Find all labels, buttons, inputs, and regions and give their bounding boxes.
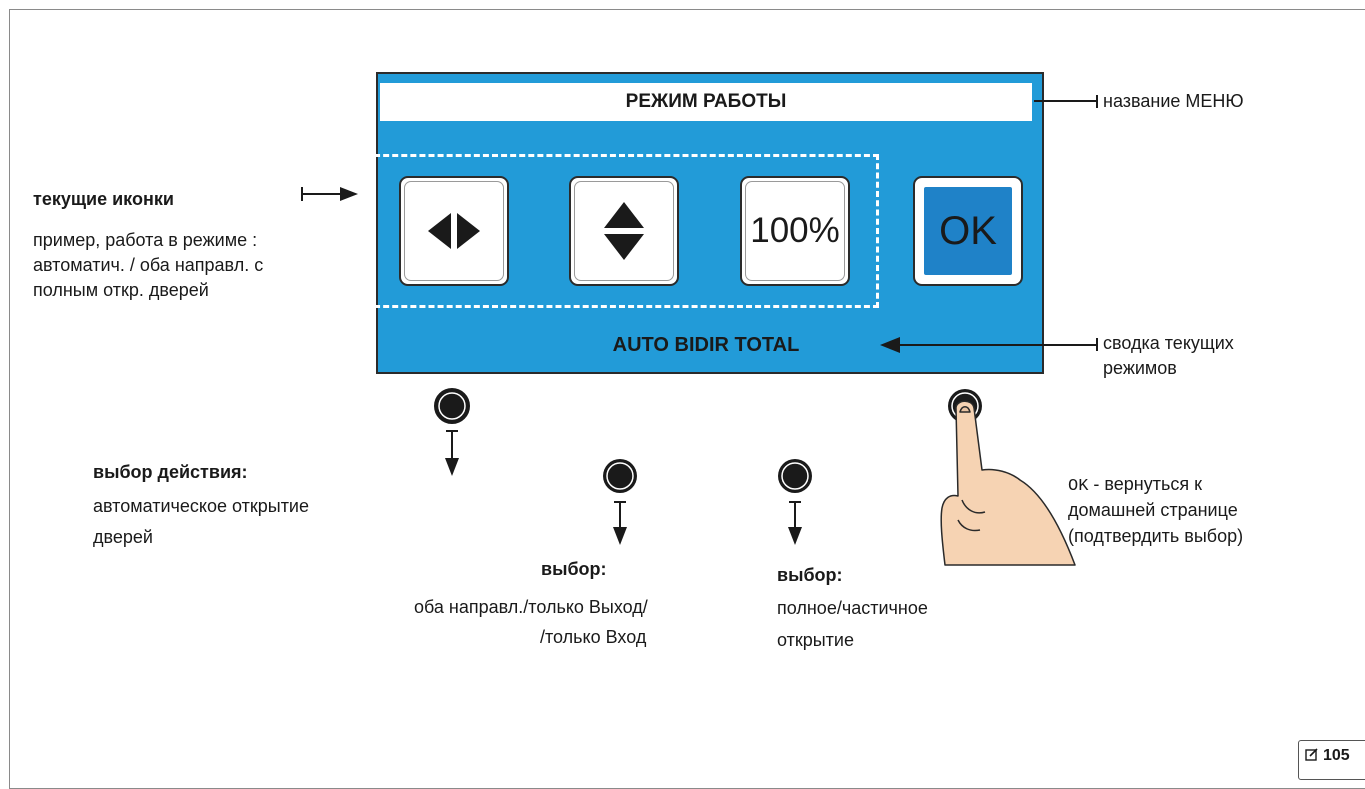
opening-desc-line-1: полное/частичное — [777, 598, 928, 618]
ok-code: OK — [1068, 477, 1089, 496]
button-2-select-direction — [603, 459, 637, 545]
left-right-arrows-icon — [428, 213, 480, 249]
summary-label-line-2: режимов — [1103, 358, 1177, 378]
page-number: 105 — [1323, 747, 1350, 764]
direction-desc-line-2: /только Вход — [540, 627, 647, 647]
ok-desc-line-2: домашней странице — [1068, 500, 1238, 520]
direction-desc-line-1: оба направл./только Выход/ — [414, 597, 648, 617]
menu-name-connector — [1034, 95, 1098, 108]
direction-key-up-down[interactable] — [569, 176, 679, 286]
current-icons-desc-line-1: пример, работа в режиме : — [33, 230, 258, 250]
current-icons-arrow — [301, 187, 358, 201]
action-desc-line-2: дверей — [93, 527, 153, 547]
mode-summary: AUTO BIDIR TOTAL — [612, 333, 800, 356]
button-3-select-opening — [778, 459, 812, 545]
opening-key-label: 100% — [750, 211, 840, 250]
menu-name-label: название МЕНЮ — [1103, 91, 1244, 111]
action-title: выбор действия: — [93, 462, 248, 482]
current-icons-desc-line-3: полным откр. дверей — [33, 280, 209, 300]
diagram-overlay — [301, 95, 1098, 566]
up-down-arrows-icon — [604, 202, 644, 260]
summary-label-line-1: сводка текущих — [1103, 333, 1234, 353]
current-icons-title: текущие иконки — [33, 189, 174, 209]
direction-title: выбор: — [541, 559, 607, 579]
page-number-badge: 105 — [1298, 740, 1365, 780]
ok-desc-line-1: OK - вернуться к — [1068, 472, 1202, 499]
pointing-hand-icon — [940, 400, 1076, 566]
ok-key-label: OK — [924, 187, 1012, 275]
menu-title-bar: РЕЖИМ РАБОТЫ — [380, 83, 1032, 121]
button-1-select-action — [434, 388, 470, 476]
edit-icon — [1305, 748, 1318, 761]
ok-desc-text: - вернуться к — [1088, 474, 1202, 494]
ok-desc-line-3: (подтвердить выбор) — [1068, 526, 1244, 546]
current-icons-frame — [365, 154, 879, 308]
action-desc-line-1: автоматическое открытие — [93, 496, 309, 516]
direction-key-left-right[interactable] — [399, 176, 509, 286]
opening-desc-line-2: открытие — [777, 630, 854, 650]
current-icons-desc-line-2: автоматич. / оба направл. с — [33, 255, 264, 275]
opening-key-100[interactable]: 100% — [740, 176, 850, 286]
summary-arrow — [880, 337, 1098, 353]
opening-title: выбор: — [777, 565, 843, 585]
ok-key[interactable]: OK — [913, 176, 1023, 286]
